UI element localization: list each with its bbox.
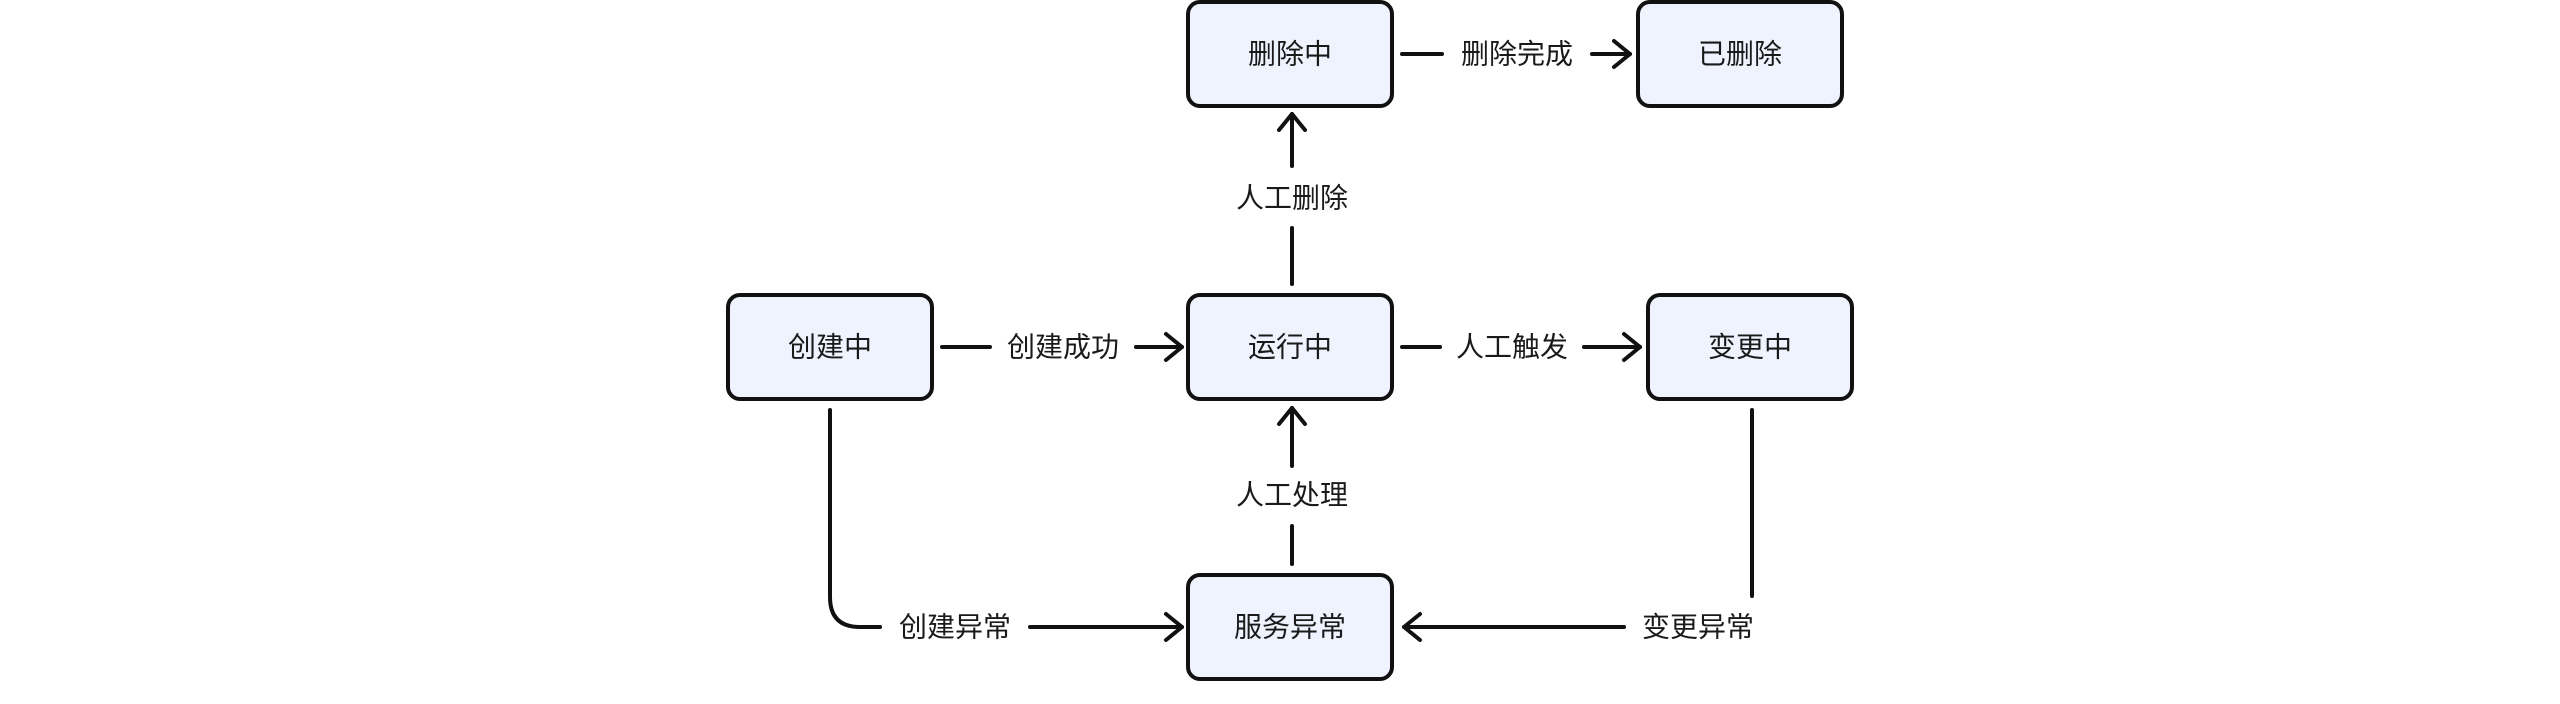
node-label-deleting: 删除中 <box>1248 38 1332 71</box>
edge-delete-done: 删除完成 <box>1400 38 1632 71</box>
node-creating: 创建中 <box>726 293 934 401</box>
edge-label-delete-done: 删除完成 <box>1461 38 1573 71</box>
edge-manual-delete: 人工删除 <box>1236 112 1348 286</box>
edge-label-create-success: 创建成功 <box>1007 331 1119 364</box>
node-service-error: 服务异常 <box>1186 573 1394 681</box>
node-deleted: 已删除 <box>1636 0 1844 108</box>
edge-create-error: 创建异常 <box>828 408 1184 644</box>
node-label-running: 运行中 <box>1248 331 1332 364</box>
edge-manual-handle: 人工处理 <box>1236 406 1348 566</box>
edge-label-manual-delete: 人工删除 <box>1236 182 1348 215</box>
node-deleting: 删除中 <box>1186 0 1394 108</box>
edge-label-create-error: 创建异常 <box>899 611 1011 644</box>
node-changing: 变更中 <box>1646 293 1854 401</box>
edge-label-manual-handle: 人工处理 <box>1236 479 1348 512</box>
node-label-service-error: 服务异常 <box>1234 611 1346 644</box>
node-label-changing: 变更中 <box>1708 331 1792 364</box>
edge-label-manual-trigger: 人工触发 <box>1456 331 1568 364</box>
edge-change-error: 变更异常 <box>1402 408 1754 644</box>
edge-label-change-error: 变更异常 <box>1642 611 1754 644</box>
edge-manual-trigger: 人工触发 <box>1400 331 1642 364</box>
node-label-deleted: 已删除 <box>1698 38 1782 71</box>
node-running: 运行中 <box>1186 293 1394 401</box>
node-label-creating: 创建中 <box>788 331 872 364</box>
edge-create-success: 创建成功 <box>940 331 1184 364</box>
